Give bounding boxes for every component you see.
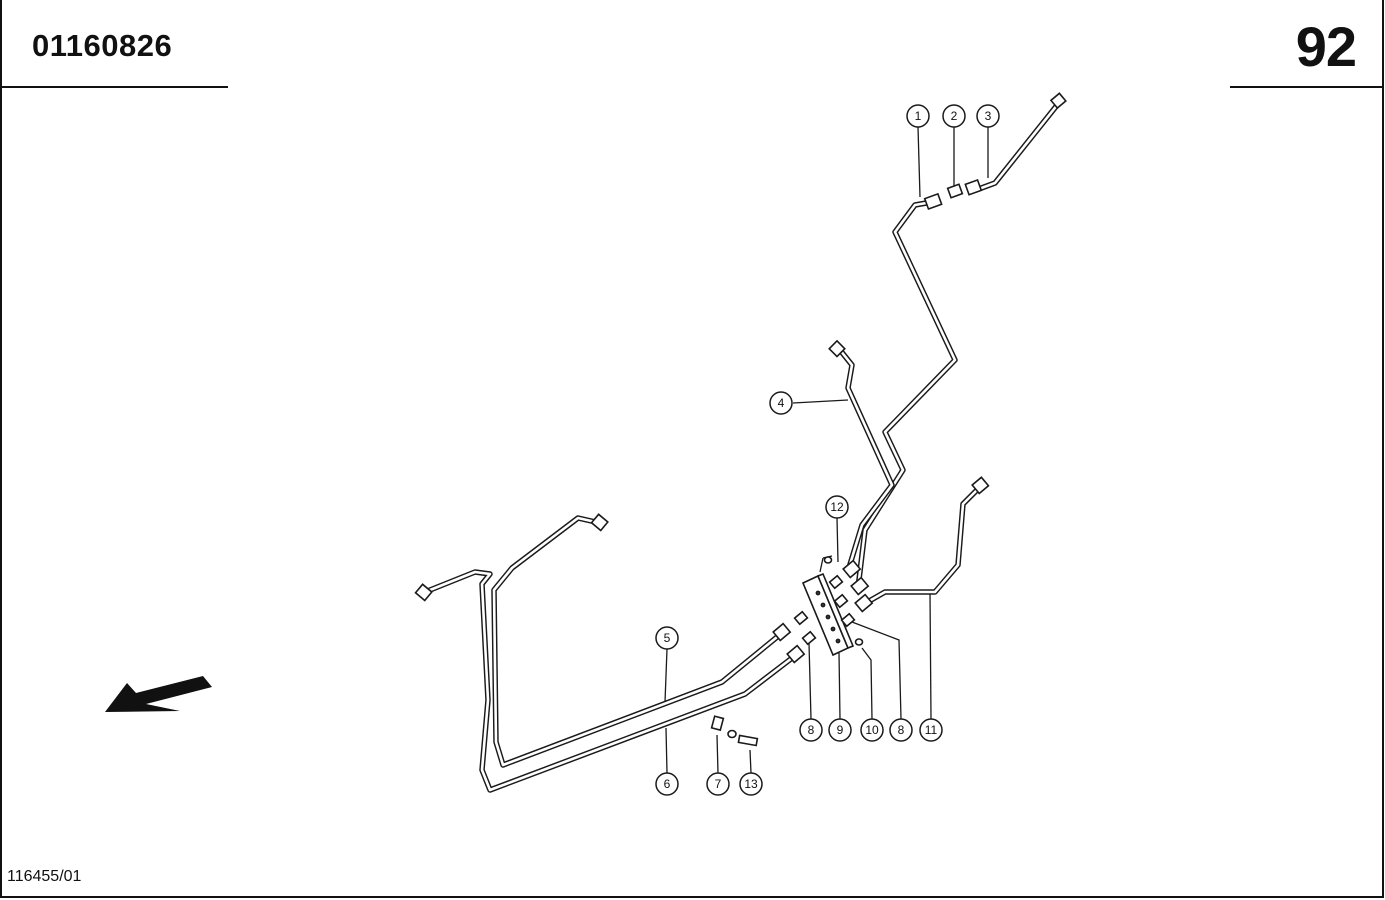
svg-text:6: 6 <box>664 777 671 791</box>
svg-text:4: 4 <box>778 396 785 410</box>
svg-text:7: 7 <box>715 777 722 791</box>
svg-text:8: 8 <box>898 723 905 737</box>
callout-11: 11 <box>919 718 943 742</box>
svg-text:8: 8 <box>808 723 815 737</box>
small-parts <box>710 556 864 747</box>
pipe-fittings <box>414 92 1067 664</box>
svg-text:1: 1 <box>915 109 922 123</box>
pipe-4 <box>837 347 895 574</box>
direction-arrow-icon <box>105 676 212 712</box>
pipe-3 <box>973 101 1061 193</box>
callout-1: 1 <box>906 104 930 128</box>
svg-text:13: 13 <box>744 777 758 791</box>
callout-7: 7 <box>706 772 730 796</box>
callout-8a: 8 <box>799 718 823 742</box>
header-rule-right <box>1230 86 1382 88</box>
leader-lines <box>664 126 989 774</box>
callout-2: 2 <box>942 104 966 128</box>
callout-5: 5 <box>655 626 679 650</box>
pipe-6 <box>422 569 799 793</box>
svg-text:2: 2 <box>951 109 958 123</box>
callout-6: 6 <box>655 772 679 796</box>
callout-13: 13 <box>739 772 763 796</box>
pipe-11 <box>861 484 983 607</box>
svg-text:12: 12 <box>830 500 844 514</box>
callout-10: 10 <box>860 718 884 742</box>
callout-4: 4 <box>769 391 793 415</box>
svg-text:5: 5 <box>664 631 671 645</box>
distributor-block <box>801 555 855 657</box>
svg-text:10: 10 <box>865 723 879 737</box>
svg-text:11: 11 <box>925 723 938 737</box>
pipe-1 <box>855 199 958 591</box>
svg-text:9: 9 <box>837 723 844 737</box>
part-number: 01160826 <box>32 28 173 63</box>
callout-3: 3 <box>976 104 1000 128</box>
drawing-reference: 116455/01 <box>7 868 82 885</box>
page-number: 92 <box>1295 15 1357 78</box>
callout-9: 9 <box>828 718 852 742</box>
callout-12: 12 <box>825 495 849 519</box>
callout-8b: 8 <box>889 718 913 742</box>
svg-text:3: 3 <box>985 109 992 123</box>
header-rule-left <box>2 86 228 88</box>
pipe-5 <box>491 515 785 768</box>
